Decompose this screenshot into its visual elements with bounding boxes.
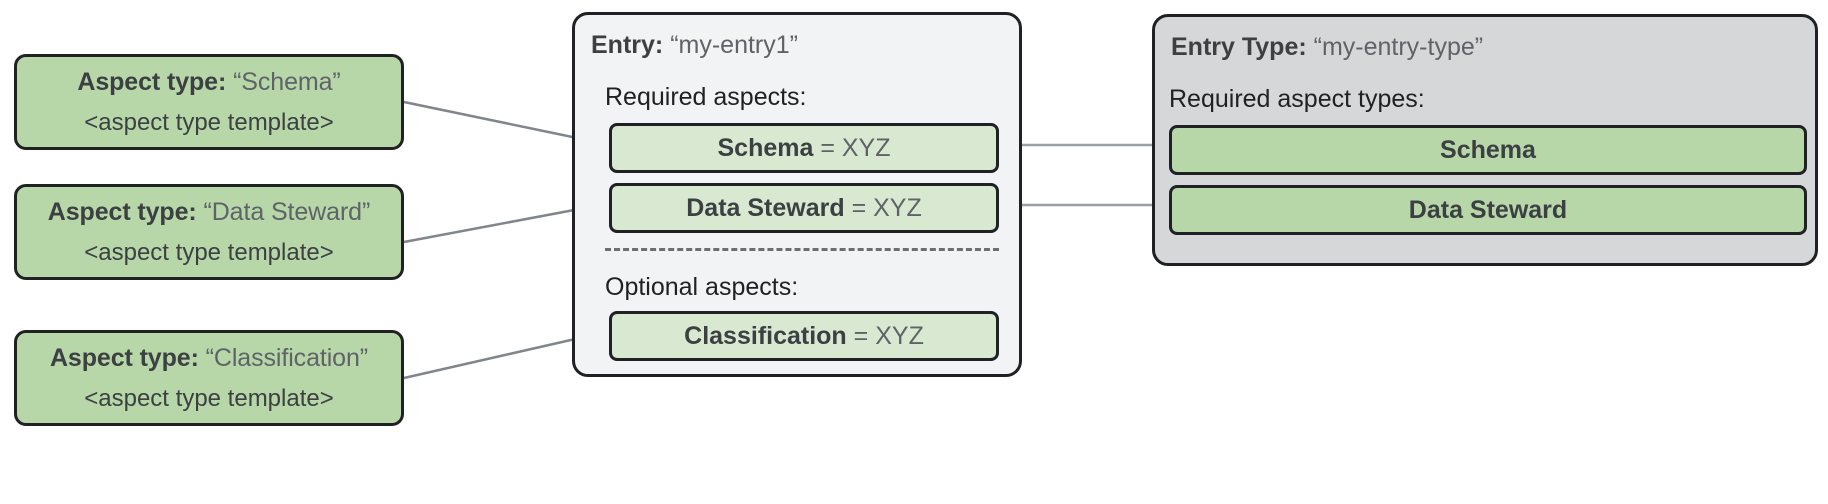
entry-aspect-name: Classification (684, 321, 847, 350)
entry-aspect-value: = XYZ (851, 193, 922, 222)
entry-panel-title: Entry: “my-entry1” (591, 31, 798, 60)
aspect-type-template: <aspect type template> (84, 238, 334, 266)
entry-aspect-value: = XYZ (853, 321, 924, 350)
entry-aspect-row-schema[interactable]: Schema = XYZ (609, 123, 999, 173)
entry-aspect-name: Data Steward (686, 193, 845, 222)
entry-aspect-row-classification[interactable]: Classification = XYZ (609, 311, 999, 361)
entry-panel[interactable]: Entry: “my-entry1” Required aspects: Sch… (572, 12, 1022, 377)
aspect-type-card-title: Aspect type: “Classification” (50, 344, 368, 373)
entry-panel-divider (605, 248, 999, 251)
aspect-type-name: “Data Steward” (203, 197, 371, 226)
entry-aspect-value: = XYZ (820, 133, 891, 162)
aspect-type-template: <aspect type template> (84, 384, 334, 412)
aspect-type-card-classification[interactable]: Aspect type: “Classification” <aspect ty… (14, 330, 404, 426)
entry-optional-aspects-heading: Optional aspects: (605, 273, 799, 301)
aspect-type-card-schema[interactable]: Aspect type: “Schema” <aspect type templ… (14, 54, 404, 150)
entry-aspect-name: Schema (717, 133, 814, 162)
entry-type-aspect-row-schema[interactable]: Schema (1169, 125, 1807, 175)
aspect-type-card-title: Aspect type: “Schema” (77, 68, 340, 97)
entry-aspect-row-data-steward[interactable]: Data Steward = XYZ (609, 183, 999, 233)
entry-type-label: Entry Type: (1171, 33, 1307, 61)
aspect-type-name: “Schema” (233, 67, 341, 96)
aspect-type-card-data-steward[interactable]: Aspect type: “Data Steward” <aspect type… (14, 184, 404, 280)
entry-type-required-heading: Required aspect types: (1169, 85, 1425, 113)
entry-type-name: “my-entry-type” (1313, 33, 1484, 61)
aspect-type-label: Aspect type: (77, 67, 227, 96)
entry-label: Entry: (591, 31, 664, 59)
aspect-type-template: <aspect type template> (84, 108, 334, 136)
entry-type-panel[interactable]: Entry Type: “my-entry-type” Required asp… (1152, 14, 1818, 266)
entry-name: “my-entry1” (670, 31, 798, 59)
entry-type-panel-title: Entry Type: “my-entry-type” (1171, 33, 1483, 62)
aspect-type-label: Aspect type: (49, 343, 199, 372)
entry-required-aspects-heading: Required aspects: (605, 83, 807, 111)
aspect-type-label: Aspect type: (47, 197, 197, 226)
aspect-type-card-title: Aspect type: “Data Steward” (47, 197, 371, 227)
entry-type-aspect-row-data-steward[interactable]: Data Steward (1169, 185, 1807, 235)
aspect-type-name: “Classification” (205, 343, 369, 372)
